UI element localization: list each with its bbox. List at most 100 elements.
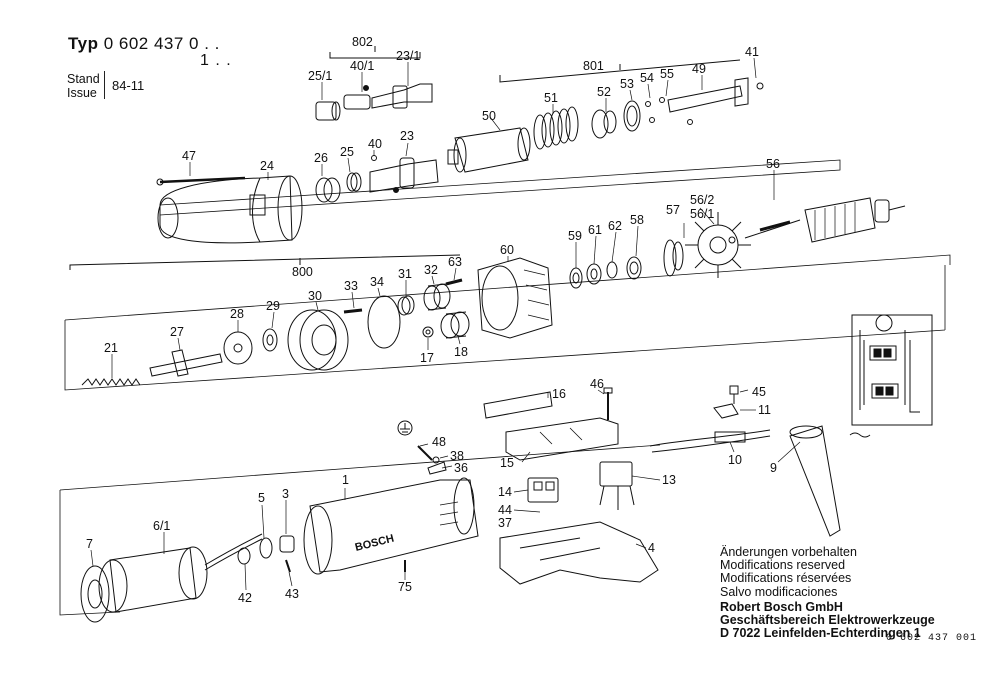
part-55-balls: [659, 97, 693, 125]
label-52: 52: [597, 85, 611, 99]
issue-label: Issue: [67, 86, 97, 100]
part-25-ring: [346, 172, 362, 192]
label-27: 27: [170, 325, 184, 339]
label-16: 16: [552, 387, 566, 401]
notice-en: Modifications reserved: [720, 558, 846, 573]
label-46: 46: [590, 377, 604, 391]
part-14-switch: [527, 477, 559, 503]
label-41: 41: [745, 45, 759, 59]
part-28-plate: [223, 331, 253, 365]
part-53-ring: [623, 100, 641, 132]
part-63-screw: [445, 278, 463, 286]
label-18: 18: [454, 345, 468, 359]
label-29: 29: [266, 299, 280, 313]
company-name: Robert Bosch GmbH: [720, 599, 843, 614]
part-labels: 802 25/1 40/1 23/1 801 41 53 54 55 49 51…: [86, 35, 780, 605]
part-13-switch: [599, 461, 635, 510]
part-4-handle: [499, 521, 659, 585]
part-38-36-washers: [427, 456, 447, 475]
label-37: 37: [498, 516, 512, 530]
label-40: 40: [368, 137, 382, 151]
label-50: 50: [482, 109, 496, 123]
notice-es: Salvo modificaciones: [720, 584, 838, 599]
part-52-collar: [591, 109, 617, 139]
part-60-bearing-shield: [477, 257, 553, 339]
type-number: 0 602 437 0 . .: [103, 34, 220, 53]
label-10: 10: [728, 453, 742, 467]
label-801: 801: [583, 59, 604, 73]
label-30: 30: [308, 289, 322, 303]
part-48-screw: [417, 445, 433, 461]
bracket-802: [329, 46, 421, 59]
part-49-spindle: [667, 77, 764, 113]
part-42-bushing: [237, 547, 251, 565]
label-45: 45: [752, 385, 766, 399]
label-44: 44: [498, 503, 512, 517]
label-38: 38: [450, 449, 464, 463]
label-800: 800: [292, 265, 313, 279]
type-heading: Typ 0 602 437 0 . .: [68, 34, 220, 54]
part-23-1-spindle: [371, 83, 433, 109]
label-15: 15: [500, 456, 514, 470]
label-36: 36: [454, 461, 468, 475]
label-25-1: 25/1: [308, 69, 332, 83]
company-address: D 7022 Leinfelden-Echterdingen 1: [720, 626, 921, 641]
label-23: 23: [400, 129, 414, 143]
type-variant: 1 . .: [200, 52, 232, 69]
label-49: 49: [692, 62, 706, 76]
label-56: 56: [766, 157, 780, 171]
label-7: 7: [86, 537, 93, 551]
part-57-disc: [663, 239, 684, 277]
label-9: 9: [770, 461, 777, 475]
stand-issue-label: Stand Issue: [67, 72, 100, 100]
label-62: 62: [608, 219, 622, 233]
notice-de: Änderungen vorbehalten: [720, 545, 857, 559]
label-23-1: 23/1: [396, 49, 420, 63]
label-40-1: 40/1: [350, 59, 374, 73]
label-4: 4: [648, 541, 655, 555]
part-40-1-pin-shaft: [343, 85, 371, 110]
part-50-sleeve: [447, 127, 531, 173]
label-3: 3: [282, 487, 289, 501]
part-32-gear: [423, 283, 451, 311]
label-33: 33: [344, 279, 358, 293]
label-57: 57: [666, 203, 680, 217]
leader-lines: [90, 57, 801, 591]
part-15-switch-cover: [505, 417, 619, 461]
part-3-ring: [279, 535, 295, 553]
label-24: 24: [260, 159, 274, 173]
label-61: 61: [588, 223, 602, 237]
label-47: 47: [182, 149, 196, 163]
bracket-801: [499, 59, 741, 83]
label-26: 26: [314, 151, 328, 165]
part-59-bearing: [569, 267, 583, 289]
part-54-ball: [645, 101, 655, 123]
frame-bottom-group: [59, 444, 661, 616]
label-5: 5: [258, 491, 265, 505]
part-23-spindle: [369, 155, 439, 193]
part-21-spring: [81, 378, 141, 386]
part-56-1-washer: [728, 236, 736, 244]
label-58: 58: [630, 213, 644, 227]
company-division: Geschäftsbereich Elektrowerkzeuge: [720, 613, 935, 628]
label-42: 42: [238, 591, 252, 605]
part-10-cable: [649, 429, 771, 453]
part-31-bearing: [397, 295, 415, 316]
wiring-schematic: [849, 314, 933, 438]
part-46-screw: [603, 387, 613, 420]
frame-middle-group: [64, 254, 951, 391]
document-number: 0 602 437 001: [886, 633, 978, 644]
part-24-gear-housing: [157, 175, 303, 244]
label-31: 31: [398, 267, 412, 281]
label-59: 59: [568, 229, 582, 243]
stand-divider: [104, 71, 105, 99]
part-16-plate: [483, 391, 553, 419]
part-33-screw: [343, 308, 363, 314]
label-21: 21: [104, 341, 118, 355]
part-9-strain-relief: [789, 425, 841, 537]
label-56-1: 56/1: [690, 207, 714, 221]
part-34-o-ring: [367, 295, 401, 349]
label-48: 48: [432, 435, 446, 449]
part-47-screw: [156, 176, 246, 186]
part-29-bearing: [262, 328, 278, 352]
